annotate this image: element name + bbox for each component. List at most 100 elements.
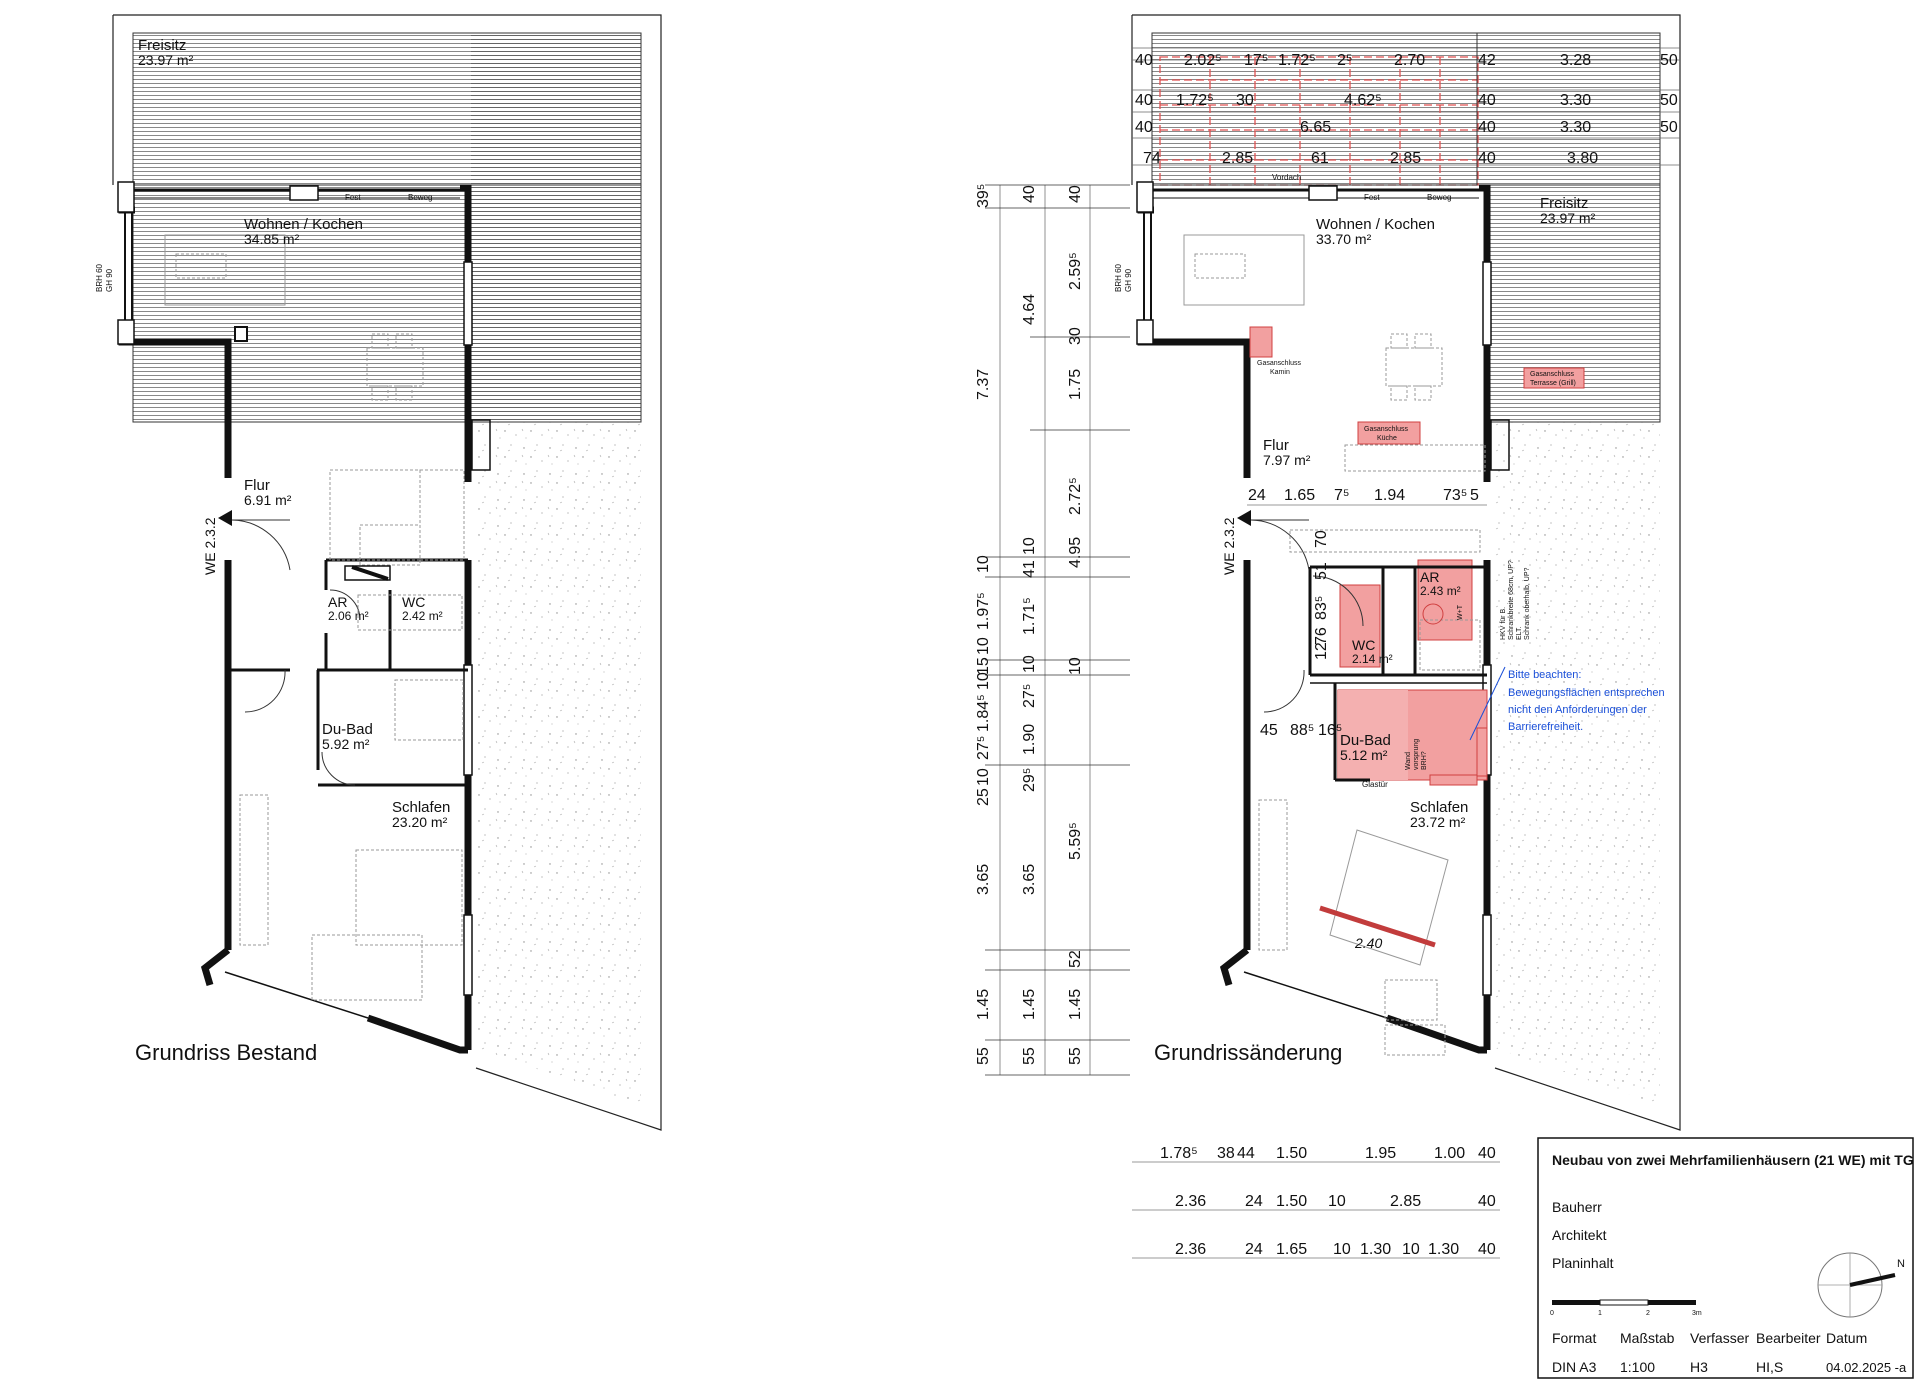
dim-text: 55: [1067, 1047, 1084, 1065]
room-label: Schlafen: [392, 799, 450, 816]
room-label: Du-Bad: [1340, 732, 1391, 749]
annotation-gas: Gasanschluss: [1257, 360, 1301, 367]
dim-text: 2.36: [1175, 1193, 1206, 1210]
dim-text: 1.95: [1365, 1145, 1396, 1162]
dim-text: 1.45: [1021, 989, 1038, 1020]
annotation-note: nicht den Anforderungen der: [1508, 704, 1647, 716]
dim-text: 55: [1021, 1047, 1038, 1065]
scale-tick: 0: [1550, 1310, 1554, 1317]
dim-text: 1.84⁵: [975, 694, 992, 732]
dim-text: 30: [1236, 92, 1254, 109]
dim-text: 10: [1067, 657, 1084, 675]
dim-text: 5.59⁵: [1067, 822, 1084, 860]
dim-text: 24: [1245, 1241, 1263, 1258]
dim-text: 38: [1217, 1145, 1235, 1162]
titleblock-value: 04.02.2025 -a: [1826, 1360, 1907, 1375]
north-arrow-icon: N: [1817, 1252, 1905, 1318]
annotation-hkv: ELT.: [1516, 626, 1523, 640]
dim-text: 70: [1313, 530, 1330, 548]
room-label: Flur: [244, 477, 270, 494]
dim-text: 1.30: [1360, 1241, 1391, 1258]
annotation-wall: BRH?: [1421, 751, 1428, 770]
scale-tick: 1: [1598, 1310, 1602, 1317]
dim-text: 40: [1478, 92, 1496, 109]
dim-text: 40: [1135, 119, 1153, 136]
titleblock-value: DIN A3: [1552, 1359, 1597, 1375]
dim-text: 1.72⁵: [1176, 92, 1214, 109]
dim-text: 10: [1333, 1241, 1351, 1258]
dim-text: 5: [1470, 487, 1479, 504]
entrance-label: WE 2.3.2: [1221, 517, 1237, 575]
annotation-gas: Küche: [1377, 435, 1397, 442]
brh-label: BRH 60: [1114, 263, 1123, 292]
scale-tick: 3m: [1692, 1310, 1702, 1317]
dim-text: 1.97⁵: [975, 592, 992, 630]
windows-left: [117, 181, 491, 996]
dim-text: 76: [1313, 627, 1330, 645]
room-area: 33.70 m²: [1316, 231, 1372, 247]
dim-text: 3.65: [1021, 864, 1038, 895]
doors-right: [1250, 519, 1364, 713]
dim-text: 2⁵: [1337, 52, 1353, 69]
furniture-left: [164, 234, 465, 1001]
dim-text: 40: [1067, 185, 1084, 203]
gh-label: GH 90: [1124, 268, 1133, 292]
room-area: 34.85 m²: [244, 231, 300, 247]
project-title: Neubau von zwei Mehrfamilienhäusern (21 …: [1552, 1152, 1914, 1168]
dim-text: 15: [975, 657, 992, 675]
dim-text: 2.85: [1390, 150, 1421, 167]
room-area: 5.12 m²: [1340, 747, 1388, 763]
dim-text: 83⁵: [1313, 596, 1330, 620]
room-area: 23.97 m²: [1540, 210, 1596, 226]
dim-text: 2.02⁵: [1184, 52, 1222, 69]
annotation-gas: Terrasse (Grill): [1530, 380, 1576, 387]
annotation-hkv: HKV für B.: [1500, 607, 1507, 640]
annotation-note: Barrierefreiheit.: [1508, 721, 1583, 733]
room-label: WC: [402, 594, 425, 610]
title-block: Neubau von zwei Mehrfamilienhäusern (21 …: [1537, 1137, 1914, 1379]
dim-text: 6.65: [1300, 119, 1331, 136]
dim-text: 17⁵: [1244, 52, 1268, 69]
dim-text: 10: [975, 555, 992, 573]
dim-text: 25: [975, 788, 992, 806]
annotation-gas: Gasanschluss: [1530, 371, 1574, 378]
annotation-gas: Gasanschluss: [1364, 426, 1408, 433]
room-label: Freisitz: [1540, 195, 1588, 212]
dim-text: 88⁵: [1290, 722, 1314, 739]
north-label: N: [1897, 1258, 1905, 1270]
dim-text: 30: [1067, 327, 1084, 345]
gh-label: GH 90: [105, 268, 114, 292]
doors-left: [231, 519, 361, 786]
brh-label: BRH 60: [95, 263, 104, 292]
garden-area-right: [1495, 422, 1660, 1105]
dim-text: 3.80: [1567, 150, 1598, 167]
dim-text: 27⁵: [1021, 684, 1038, 708]
dim-text: 1.78⁵: [1160, 1145, 1198, 1162]
dimension-chains-vertical: [985, 184, 1130, 1076]
interior-walls-right: [1308, 565, 1487, 782]
room-area: 6.91 m²: [244, 492, 292, 508]
dim-text: 1.90: [1021, 724, 1038, 755]
dim-text: 40: [1478, 1193, 1496, 1210]
dim-text: 1.65: [1276, 1241, 1307, 1258]
dim-text: 1.50: [1276, 1145, 1307, 1162]
dim-text: 51: [1313, 562, 1330, 580]
dim-text: 2.85: [1390, 1193, 1421, 1210]
dim-text: 39⁵: [975, 184, 992, 208]
dim-text: 40: [1478, 1241, 1496, 1258]
dim-text: 45: [1260, 722, 1278, 739]
door-label: Glastür: [1362, 780, 1388, 789]
plot-boundary-right: [1132, 14, 1681, 1131]
dim-text: 1.72⁵: [1278, 52, 1316, 69]
dim-text: 1.30: [1428, 1241, 1459, 1258]
dimension-chains-bottom: 1.78⁵ 38 44 1.50 1.95 1.00 40 2.36 24 1.…: [1132, 1145, 1500, 1259]
dim-text: 44: [1237, 1145, 1255, 1162]
dim-text: 40: [1135, 52, 1153, 69]
bed-dimension: 2.40: [1354, 935, 1382, 951]
dimension-texts-top: 40 2.02⁵ 17⁵ 1.72⁵ 2⁵ 2.70 42 3.28 50 40…: [1135, 52, 1678, 167]
scale-bar: 0 1 2 3m: [1550, 1299, 1702, 1317]
dim-text: 40: [1478, 150, 1496, 167]
dimension-texts-vertical: 39⁵ 7.37 10 1.97⁵ 10 15 10 1.84⁵ 27⁵ 10 …: [975, 184, 1084, 1065]
dimension-texts-inner: 24 1.65 7⁵ 1.94 73⁵ 5 70 51 83⁵ 12 76 45…: [1247, 487, 1487, 739]
